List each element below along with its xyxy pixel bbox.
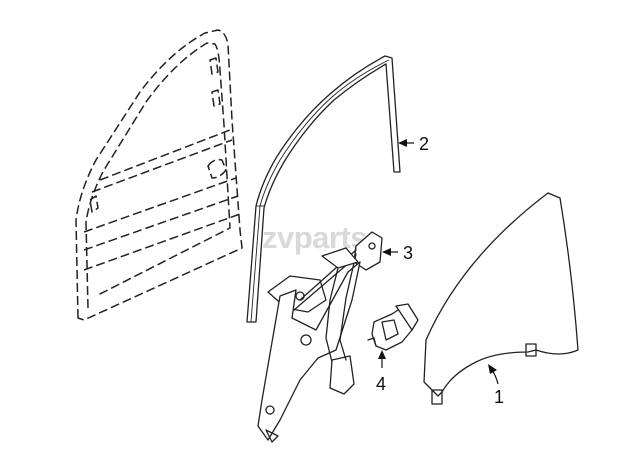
glass-run-channel bbox=[246, 55, 401, 323]
door-shell-outline bbox=[75, 29, 243, 321]
callout-4: 4 bbox=[376, 350, 386, 394]
callout-4-arrow bbox=[378, 350, 386, 359]
callout-1-label: 1 bbox=[494, 387, 504, 407]
callout-3-label: 3 bbox=[403, 243, 413, 263]
watermark: zvparts bbox=[262, 220, 368, 255]
callout-2: 2 bbox=[398, 134, 429, 154]
callout-4-label: 4 bbox=[376, 374, 386, 394]
window-regulator-motor bbox=[367, 303, 419, 351]
callout-1-arrow bbox=[488, 364, 497, 374]
callout-2-label: 2 bbox=[419, 134, 429, 154]
callout-1: 1 bbox=[488, 364, 504, 407]
callout-3: 3 bbox=[382, 243, 413, 263]
window-regulator bbox=[257, 231, 383, 443]
door-glass bbox=[423, 192, 579, 405]
callout-2-arrow bbox=[398, 139, 407, 147]
callout-3-arrow bbox=[382, 248, 391, 256]
watermark-text: zvparts bbox=[262, 220, 367, 255]
